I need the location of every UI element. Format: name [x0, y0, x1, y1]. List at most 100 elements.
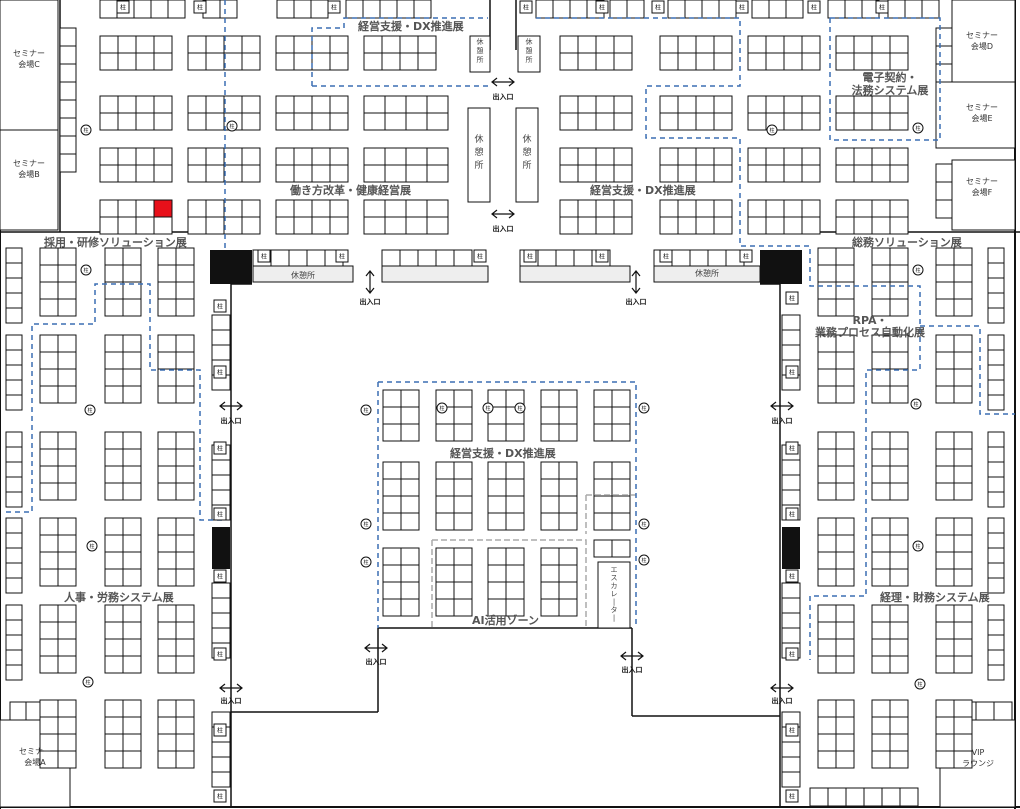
booth[interactable]: [382, 406, 402, 425]
booth[interactable]: [329, 216, 349, 235]
booth[interactable]: [595, 95, 615, 114]
booth-top[interactable]: [827, 0, 846, 19]
booth[interactable]: [835, 517, 855, 536]
booth[interactable]: [39, 334, 59, 353]
booth[interactable]: [426, 199, 449, 218]
booth[interactable]: [781, 582, 801, 599]
booth[interactable]: [871, 95, 891, 114]
booth-top[interactable]: [667, 0, 686, 19]
booth[interactable]: [540, 547, 560, 566]
booth[interactable]: [595, 35, 615, 54]
booth-top[interactable]: [150, 0, 169, 19]
booth-strip[interactable]: [689, 249, 709, 267]
booth[interactable]: [659, 199, 679, 218]
booth[interactable]: [540, 495, 560, 514]
booth[interactable]: [835, 164, 855, 183]
booth[interactable]: [205, 95, 225, 114]
booth[interactable]: [241, 112, 261, 131]
booth[interactable]: [5, 431, 23, 448]
booth[interactable]: [987, 476, 1005, 493]
booth[interactable]: [5, 577, 23, 594]
booth[interactable]: [122, 465, 142, 484]
booth[interactable]: [559, 35, 579, 54]
booth-top[interactable]: [785, 0, 804, 19]
booth[interactable]: [382, 564, 402, 583]
booth[interactable]: [613, 112, 633, 131]
booth[interactable]: [275, 35, 295, 54]
booth[interactable]: [435, 581, 455, 600]
booth[interactable]: [175, 247, 195, 266]
booth[interactable]: [871, 147, 891, 166]
booth[interactable]: [384, 112, 407, 131]
booth[interactable]: [5, 379, 23, 396]
booth[interactable]: [558, 598, 578, 617]
booth-strip[interactable]: [537, 249, 557, 267]
booth[interactable]: [104, 517, 124, 536]
booth[interactable]: [835, 95, 855, 114]
booth[interactable]: [505, 423, 525, 442]
booth[interactable]: [187, 164, 207, 183]
booth[interactable]: [363, 147, 386, 166]
booth-strip[interactable]: [707, 249, 727, 267]
booth[interactable]: [293, 199, 313, 218]
booth[interactable]: [835, 699, 855, 718]
booth[interactable]: [99, 95, 119, 114]
booth[interactable]: [157, 716, 177, 735]
booth[interactable]: [99, 164, 119, 183]
booth[interactable]: [505, 598, 525, 617]
booth[interactable]: [99, 52, 119, 71]
booth[interactable]: [39, 247, 59, 266]
booth[interactable]: [384, 216, 407, 235]
seminar-room-c[interactable]: セミナー 会場C: [13, 49, 45, 69]
booth[interactable]: [853, 199, 873, 218]
booth[interactable]: [175, 482, 195, 501]
booth[interactable]: [223, 216, 243, 235]
booth[interactable]: [187, 35, 207, 54]
booth[interactable]: [122, 750, 142, 769]
booth[interactable]: [104, 264, 124, 283]
booth-edge[interactable]: [59, 63, 77, 83]
booth[interactable]: [453, 495, 473, 514]
booth-strip[interactable]: [288, 249, 308, 267]
booth[interactable]: [987, 379, 1005, 396]
booth[interactable]: [935, 655, 955, 674]
booth[interactable]: [329, 52, 349, 71]
booth-strip[interactable]: [417, 249, 437, 267]
booth[interactable]: [205, 164, 225, 183]
booth-strip[interactable]: [399, 249, 419, 267]
booth[interactable]: [382, 495, 402, 514]
booth[interactable]: [935, 247, 955, 266]
booth[interactable]: [487, 564, 507, 583]
booth[interactable]: [405, 95, 428, 114]
booth-left-edge[interactable]: [5, 247, 23, 264]
booth[interactable]: [241, 52, 261, 71]
booth[interactable]: [558, 495, 578, 514]
booth[interactable]: [122, 568, 142, 587]
booth[interactable]: [783, 164, 803, 183]
booth[interactable]: [871, 534, 891, 553]
booth[interactable]: [153, 52, 173, 71]
booth[interactable]: [889, 465, 909, 484]
booth[interactable]: [935, 517, 955, 536]
booth[interactable]: [853, 52, 873, 71]
booth[interactable]: [558, 581, 578, 600]
booth[interactable]: [889, 95, 909, 114]
booth[interactable]: [889, 368, 909, 387]
booth[interactable]: [987, 431, 1005, 448]
booth[interactable]: [871, 35, 891, 54]
booth[interactable]: [187, 52, 207, 71]
booth[interactable]: [487, 512, 507, 531]
booth[interactable]: [987, 262, 1005, 279]
booth[interactable]: [611, 539, 631, 558]
booth[interactable]: [613, 95, 633, 114]
booth[interactable]: [593, 389, 613, 408]
booth[interactable]: [593, 495, 613, 514]
booth[interactable]: [400, 478, 420, 497]
booth[interactable]: [835, 368, 855, 387]
booth[interactable]: [122, 604, 142, 623]
booth[interactable]: [801, 216, 821, 235]
seminar-room-f[interactable]: セミナー 会場F: [966, 177, 998, 197]
booth[interactable]: [935, 699, 955, 718]
booth[interactable]: [835, 568, 855, 587]
booth[interactable]: [871, 699, 891, 718]
